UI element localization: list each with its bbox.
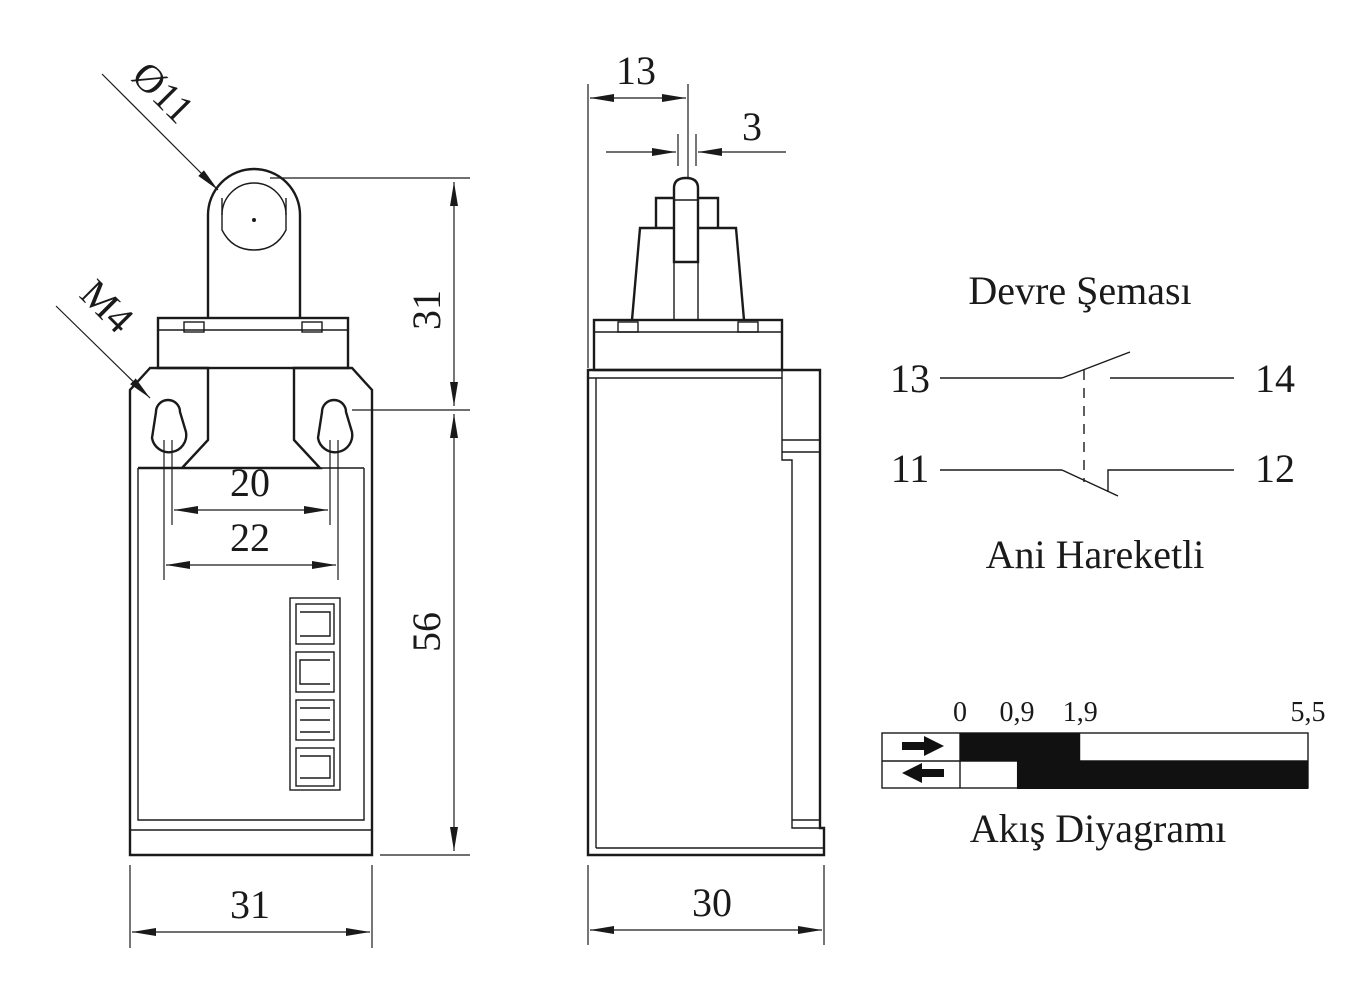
circuit-diagram: Devre Şeması 13 14 11 12 Ani Hareketli	[890, 268, 1295, 577]
mount-hole-left	[150, 398, 188, 454]
mount-hole-right	[316, 398, 354, 454]
side-roller	[672, 176, 700, 264]
flow-ticks: 0 0,9 1,9 5,5	[953, 697, 1326, 728]
dim-height-top: 31	[404, 290, 449, 330]
dim-roller-diameter: Ø11	[124, 53, 203, 132]
terminal-11: 11	[891, 446, 930, 491]
terminal-13: 13	[890, 356, 930, 401]
brand-logo	[289, 597, 341, 791]
flow-tick-label: 5,5	[1291, 697, 1326, 728]
forward-arrow-icon	[902, 736, 944, 756]
dim-roller-width: 3	[742, 104, 762, 149]
front-view: Ø11 M4 31 56 20 22 31	[55, 53, 470, 948]
dim-hole-spacing-inner: 20	[230, 460, 270, 505]
flow-title: Akış Diyagramı	[970, 806, 1227, 851]
front-body	[128, 366, 374, 857]
terminal-14: 14	[1255, 356, 1295, 401]
flow-bar-forward	[960, 733, 1081, 761]
flow-bar-return	[1016, 761, 1308, 789]
flow-diagram: 0 0,9 1,9 5,5 Akış Diyagramı	[881, 697, 1326, 851]
side-top-block	[592, 318, 784, 372]
side-view: 13 3 30	[586, 48, 826, 945]
dim-depth: 30	[692, 880, 732, 925]
dim-offset: 13	[616, 48, 656, 93]
dim-hole-spacing-outer: 22	[230, 515, 270, 560]
dim-height-body: 56	[404, 612, 449, 652]
flow-tick-label: 0	[953, 697, 967, 728]
return-arrow-icon	[902, 763, 944, 783]
terminal-12: 12	[1255, 446, 1295, 491]
flow-tick-label: 1,9	[1063, 697, 1098, 728]
flow-bars	[960, 733, 1308, 789]
top-block	[156, 316, 350, 370]
flow-tick-label: 0,9	[999, 697, 1034, 728]
dim-width: 31	[230, 882, 270, 927]
side-body	[586, 368, 826, 857]
circuit-title: Devre Şeması	[968, 268, 1191, 313]
circuit-subtitle: Ani Hareketli	[986, 532, 1205, 577]
roller-head	[206, 167, 302, 318]
